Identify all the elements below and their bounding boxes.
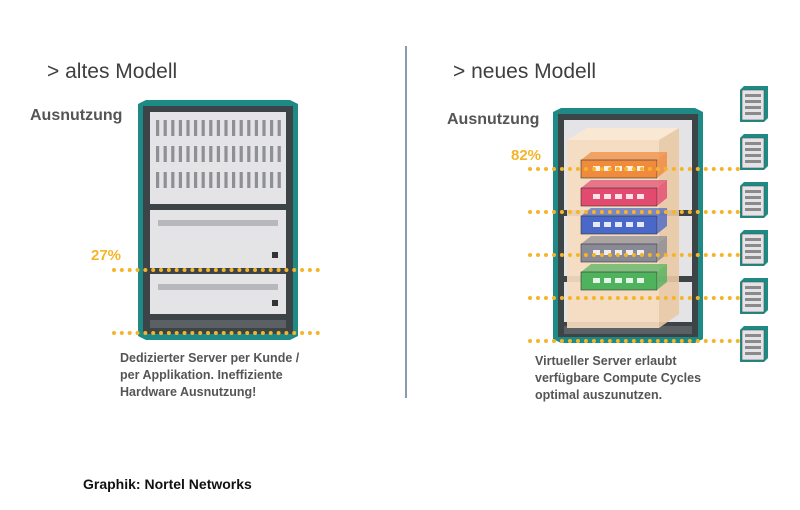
right-description-line: verfügbare Compute Cycles — [535, 371, 702, 385]
vent-slot — [270, 120, 274, 136]
vent-slot — [277, 146, 281, 162]
left-utilization-label: Ausnutzung — [30, 107, 123, 124]
vent-slot — [262, 146, 266, 162]
vent-slot — [224, 120, 228, 136]
vent-slot — [247, 172, 251, 188]
vent-slot — [201, 172, 205, 188]
vent-slot — [277, 120, 281, 136]
left-description-line: per Applikation. Ineffiziente — [120, 368, 283, 382]
vent-slot — [194, 172, 198, 188]
left-baseline-line — [112, 331, 320, 335]
vent-slot — [201, 120, 205, 136]
virtual-server-unit — [580, 264, 667, 291]
vent-slot — [239, 120, 243, 136]
small-server-icon — [740, 182, 768, 218]
vent-slot — [186, 172, 190, 188]
vent-slot — [262, 120, 266, 136]
vent-slot — [239, 146, 243, 162]
vent-slot — [209, 120, 213, 136]
vent-slot — [247, 120, 251, 136]
vent-slot — [232, 120, 236, 136]
right-heading: > neues Modell — [453, 60, 597, 83]
vent-slot — [239, 172, 243, 188]
right-description: Virtueller Server erlaubt verfügbare Com… — [535, 353, 701, 404]
small-server-icon — [740, 278, 768, 314]
vent-slot — [209, 172, 213, 188]
vent-slot — [178, 120, 182, 136]
right-guide-line — [528, 296, 740, 300]
right-description-line: Virtueller Server erlaubt — [535, 354, 677, 368]
column-divider — [405, 46, 407, 398]
vent-slot — [254, 146, 258, 162]
vent-slot — [270, 172, 274, 188]
vent-slot — [186, 120, 190, 136]
right-utilization-line — [528, 167, 740, 171]
vent-slot — [254, 120, 258, 136]
image-credit: Graphik: Nortel Networks — [83, 476, 252, 492]
small-server-icon — [740, 134, 768, 170]
vent-slot — [232, 172, 236, 188]
left-description-line: Dedizierter Server per Kunde / — [120, 351, 300, 365]
right-description-line: optimal auszunutzen. — [535, 388, 663, 402]
vent-slot — [156, 172, 160, 188]
right-guide-line — [528, 253, 740, 257]
vent-slot — [171, 120, 175, 136]
vent-slot — [163, 172, 167, 188]
left-description-line: Hardware Ausnutzung! — [120, 385, 257, 399]
vent-slot — [194, 146, 198, 162]
vent-slot — [270, 146, 274, 162]
right-baseline-line — [528, 339, 740, 343]
right-utilization-value: 82% — [511, 147, 542, 164]
right-guide-line — [528, 210, 740, 214]
vent-slot — [224, 172, 228, 188]
right-utilization-label: Ausnutzung — [447, 111, 540, 128]
virtual-server-unit — [580, 152, 667, 179]
virtual-server-unit — [580, 180, 667, 207]
vent-slot — [247, 146, 251, 162]
vent-slot — [232, 146, 236, 162]
vent-slot — [156, 120, 160, 136]
vent-slot — [224, 146, 228, 162]
vent-slot — [171, 172, 175, 188]
old-server-rack — [138, 100, 298, 340]
vent-slot — [209, 146, 213, 162]
virtual-server-cube — [567, 128, 679, 328]
small-server-icon — [740, 326, 768, 362]
left-utilization-value: 27% — [91, 247, 122, 264]
vent-slot — [216, 172, 220, 188]
virtual-server-unit — [580, 236, 667, 263]
vent-slot — [163, 120, 167, 136]
vent-slot — [216, 120, 220, 136]
vent-slot — [171, 146, 175, 162]
left-utilization-line — [112, 268, 320, 272]
small-server-icon — [740, 230, 768, 266]
vent-slot — [262, 172, 266, 188]
vent-slot — [277, 172, 281, 188]
left-description: Dedizierter Server per Kunde / per Appli… — [120, 350, 299, 401]
left-heading: > altes Modell — [47, 60, 178, 83]
vent-slot — [178, 146, 182, 162]
vent-slot — [216, 146, 220, 162]
vent-slot — [178, 172, 182, 188]
vent-slot — [254, 172, 258, 188]
vent-slot — [194, 120, 198, 136]
vent-slot — [156, 146, 160, 162]
vent-slot — [186, 146, 190, 162]
vent-slot — [163, 146, 167, 162]
small-server-icon — [740, 86, 768, 122]
vent-slot — [201, 146, 205, 162]
